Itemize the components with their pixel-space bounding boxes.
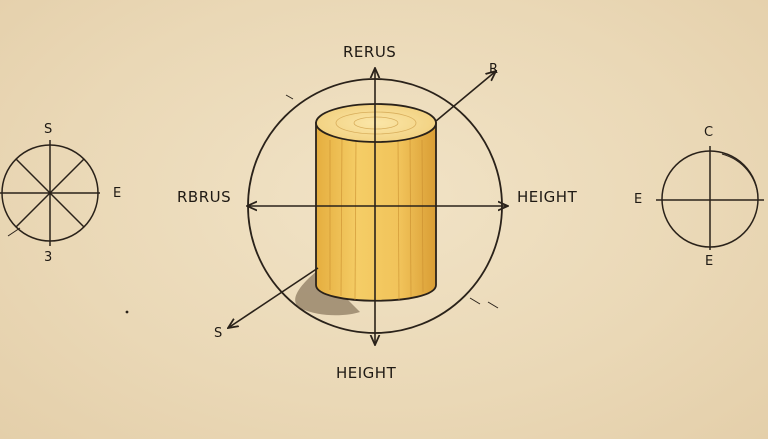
diagonal-bottom-label: S	[214, 326, 223, 341]
right-axis-label: HEIGHT	[517, 188, 578, 206]
left-compass	[0, 140, 100, 246]
top-axis-label: RERUS	[343, 43, 397, 61]
diagonal-arrow-bottom	[228, 267, 319, 328]
right-compass-west: E	[634, 192, 643, 207]
right-compass-north: C	[704, 125, 714, 140]
right-compass	[656, 146, 764, 250]
cylinder-grain	[329, 134, 424, 301]
left-compass-east: E	[113, 186, 122, 201]
diagonal-arrow-top	[435, 71, 496, 122]
left-compass-north: S	[44, 122, 53, 137]
bottom-axis-label: HEIGHT	[336, 364, 397, 382]
cylinder-top	[315, 103, 437, 143]
left-compass-south: 3	[44, 250, 53, 265]
cylinder-body	[315, 122, 437, 302]
right-compass-south: E	[705, 254, 714, 269]
diagonal-top-label: R	[489, 62, 499, 77]
left-axis-label: RBRUS	[177, 188, 232, 206]
